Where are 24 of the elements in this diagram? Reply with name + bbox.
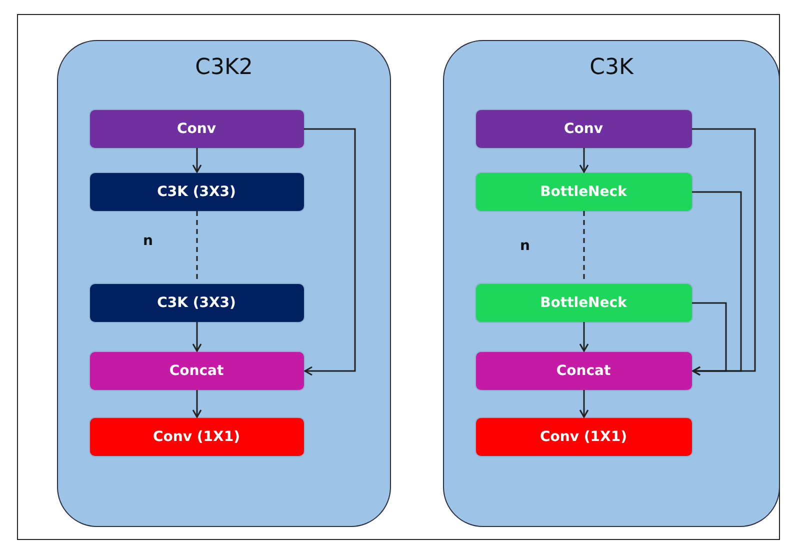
arrow — [304, 128, 356, 376]
panel-title: C3K — [590, 55, 634, 80]
arrow — [192, 148, 202, 173]
layer-box: Conv — [476, 110, 692, 148]
layer-box: Concat — [476, 352, 692, 390]
layer-box: C3K (3X3) — [90, 284, 304, 322]
group-panel — [57, 40, 391, 527]
group-panel — [443, 40, 780, 527]
repeat-label: n — [520, 238, 530, 254]
layer-box: C3K (3X3) — [90, 172, 304, 210]
panel-title: C3K2 — [195, 55, 253, 80]
layer-box: BottleNeck — [476, 172, 692, 210]
arrow — [579, 148, 589, 173]
layer-box: BottleNeck — [476, 284, 692, 322]
arrow — [192, 390, 202, 418]
layer-box: Conv (1X1) — [90, 418, 304, 456]
arrow — [192, 322, 202, 352]
layer-box: Conv — [90, 110, 304, 148]
repeat-label: n — [143, 233, 153, 249]
arrow — [579, 322, 589, 352]
layer-box: Concat — [90, 352, 304, 390]
layer-box: Conv (1X1) — [476, 418, 692, 456]
arrow — [692, 302, 727, 376]
arrow — [579, 390, 589, 418]
